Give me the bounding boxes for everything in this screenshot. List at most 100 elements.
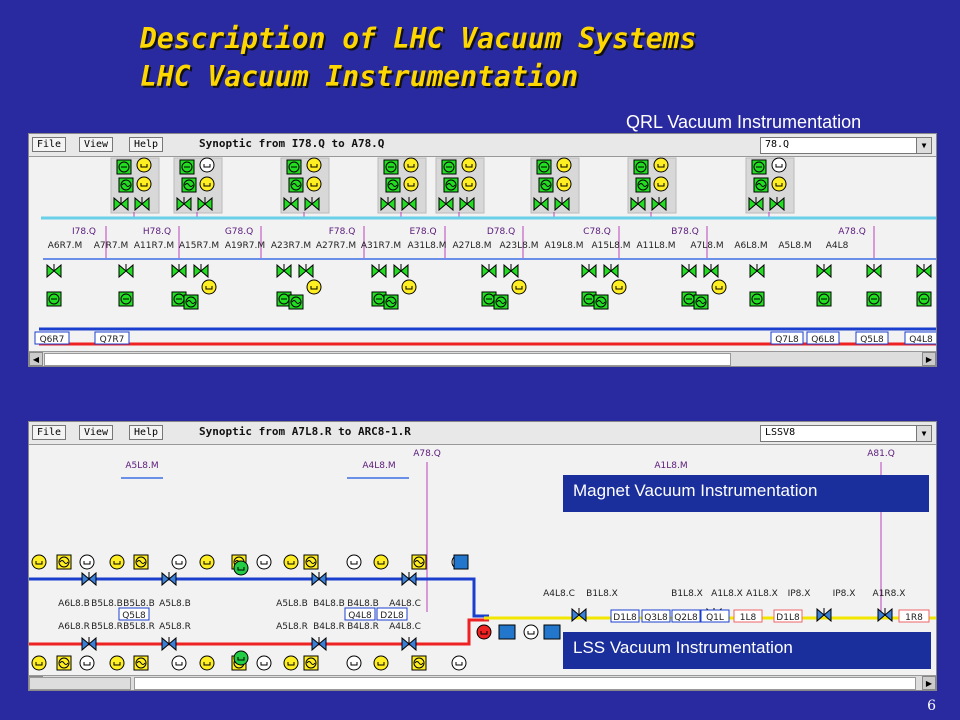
pump-gauge-icon[interactable]	[441, 159, 457, 175]
pressure-gauge-icon[interactable]	[199, 655, 215, 671]
pressure-gauge-icon[interactable]	[653, 157, 669, 173]
pump-gauge-icon[interactable]	[179, 159, 195, 175]
pressure-gauge-icon[interactable]	[403, 157, 419, 173]
valve-icon[interactable]	[749, 263, 765, 279]
pump-gauge-icon[interactable]	[46, 291, 62, 307]
pressure-gauge-icon[interactable]	[306, 157, 322, 173]
valve-icon[interactable]	[304, 196, 320, 212]
chevron-down-icon[interactable]: ▼	[916, 426, 931, 441]
valve-icon[interactable]	[371, 263, 387, 279]
menu-file[interactable]: File	[32, 137, 67, 152]
pressure-gauge-icon[interactable]	[346, 655, 362, 671]
pressure-gauge-icon[interactable]	[451, 655, 467, 671]
sector-select[interactable]: 78.Q ▼	[760, 137, 932, 154]
pump-gauge-icon[interactable]	[751, 159, 767, 175]
sector-valve-icon[interactable]	[877, 607, 893, 623]
menu-view[interactable]: View	[79, 137, 114, 152]
pressure-gauge-icon[interactable]	[31, 554, 47, 570]
valve-icon[interactable]	[401, 196, 417, 212]
pirani-gauge-icon[interactable]	[611, 279, 627, 295]
penning-gauge-icon[interactable]	[411, 554, 427, 570]
pressure-gauge-icon[interactable]	[461, 157, 477, 173]
penning-gauge-icon[interactable]	[385, 177, 401, 193]
pressure-gauge-icon[interactable]	[171, 655, 187, 671]
pirani-gauge-icon[interactable]	[403, 176, 419, 192]
valve-icon[interactable]	[176, 196, 192, 212]
pressure-gauge-icon[interactable]	[346, 554, 362, 570]
menu-file[interactable]: File	[32, 425, 67, 440]
valve-icon[interactable]	[916, 263, 932, 279]
menu-help[interactable]: Help	[129, 137, 164, 152]
pump-gauge-icon[interactable]	[116, 159, 132, 175]
pressure-gauge-icon[interactable]	[199, 157, 215, 173]
scroll-left-icon[interactable]: ◀	[29, 352, 43, 366]
pressure-gauge-icon[interactable]	[373, 655, 389, 671]
pressure-gauge-icon[interactable]	[31, 655, 47, 671]
pump-gauge-icon[interactable]	[749, 291, 765, 307]
valve-icon[interactable]	[481, 263, 497, 279]
menu-help[interactable]: Help	[129, 425, 164, 440]
chevron-down-icon[interactable]: ▼	[916, 138, 931, 153]
valve-icon[interactable]	[197, 196, 213, 212]
ion-pump-icon[interactable]	[233, 560, 249, 576]
penning-gauge-icon[interactable]	[183, 294, 199, 310]
penning-gauge-icon[interactable]	[118, 177, 134, 193]
valve-icon[interactable]	[630, 196, 646, 212]
pump-gauge-icon[interactable]	[916, 291, 932, 307]
pump-gauge-icon[interactable]	[118, 291, 134, 307]
valve-icon[interactable]	[703, 263, 719, 279]
horizontal-scrollbar[interactable]: ◀ ▶	[29, 351, 936, 366]
pressure-gauge-icon[interactable]	[79, 554, 95, 570]
penning-gauge-icon[interactable]	[303, 655, 319, 671]
valve-icon[interactable]	[651, 196, 667, 212]
valve-icon[interactable]	[533, 196, 549, 212]
valve-icon[interactable]	[438, 196, 454, 212]
pirani-gauge-icon[interactable]	[201, 279, 217, 295]
pirani-gauge-icon[interactable]	[199, 176, 215, 192]
valve-icon[interactable]	[298, 263, 314, 279]
valve-icon[interactable]	[681, 263, 697, 279]
scroll-right-icon[interactable]: ▶	[922, 676, 936, 690]
pump-gauge-icon[interactable]	[866, 291, 882, 307]
scroll-thumb[interactable]	[29, 677, 131, 690]
valve-icon[interactable]	[866, 263, 882, 279]
valve-icon[interactable]	[459, 196, 475, 212]
valve-icon[interactable]	[769, 196, 785, 212]
sector-valve-icon[interactable]	[161, 636, 177, 652]
sector-select[interactable]: LSSV8 ▼	[760, 425, 932, 442]
pressure-gauge-icon[interactable]	[283, 655, 299, 671]
penning-gauge-icon[interactable]	[443, 177, 459, 193]
pirani-gauge-icon[interactable]	[136, 176, 152, 192]
sector-valve-icon[interactable]	[816, 607, 832, 623]
pump-gauge-icon[interactable]	[816, 291, 832, 307]
penning-gauge-icon[interactable]	[493, 294, 509, 310]
pressure-gauge-icon[interactable]	[373, 554, 389, 570]
sector-valve-icon[interactable]	[311, 571, 327, 587]
penning-gauge-icon[interactable]	[133, 554, 149, 570]
pressure-gauge-icon[interactable]	[109, 655, 125, 671]
sector-valve-icon[interactable]	[401, 571, 417, 587]
valve-icon[interactable]	[816, 263, 832, 279]
pressure-gauge-icon[interactable]	[523, 624, 539, 640]
pirani-gauge-icon[interactable]	[306, 279, 322, 295]
valve-icon[interactable]	[193, 263, 209, 279]
valve-icon[interactable]	[554, 196, 570, 212]
valve-icon[interactable]	[283, 196, 299, 212]
sector-valve-icon[interactable]	[81, 636, 97, 652]
menu-view[interactable]: View	[79, 425, 114, 440]
penning-gauge-icon[interactable]	[383, 294, 399, 310]
penning-gauge-icon[interactable]	[133, 655, 149, 671]
valve-icon[interactable]	[748, 196, 764, 212]
pressure-gauge-icon[interactable]	[171, 554, 187, 570]
valve-icon[interactable]	[393, 263, 409, 279]
pressure-gauge-icon[interactable]	[109, 554, 125, 570]
pirani-gauge-icon[interactable]	[306, 176, 322, 192]
pump-gauge-icon[interactable]	[633, 159, 649, 175]
sector-valve-icon[interactable]	[571, 607, 587, 623]
valve-icon[interactable]	[118, 263, 134, 279]
penning-gauge-icon[interactable]	[753, 177, 769, 193]
penning-gauge-icon[interactable]	[181, 177, 197, 193]
valve-icon[interactable]	[113, 196, 129, 212]
valve-icon[interactable]	[603, 263, 619, 279]
pressure-gauge-icon[interactable]	[283, 554, 299, 570]
